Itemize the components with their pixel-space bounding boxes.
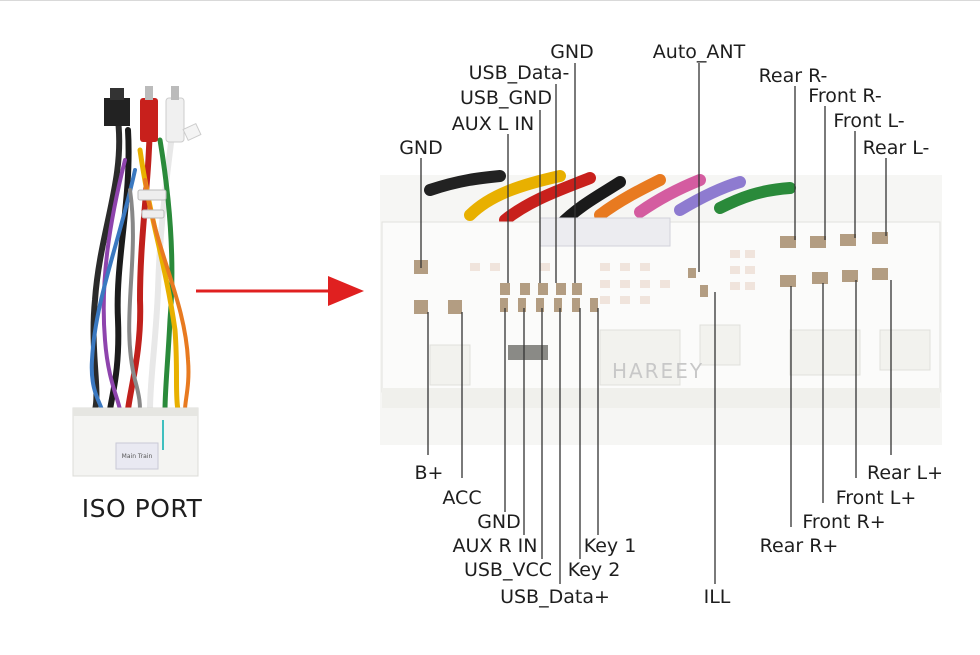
label-front-r-minus: Front R- — [808, 85, 881, 107]
label-front-r-plus: Front R+ — [802, 511, 885, 533]
label-usb-vcc: USB_VCC — [464, 559, 552, 581]
connector-closeup: HAREEY — [380, 170, 942, 445]
label-front-l-minus: Front L- — [833, 110, 904, 132]
label-key-2: Key 2 — [568, 559, 621, 581]
watermark: HAREEY — [612, 359, 704, 383]
label-rear-l-minus: Rear L- — [863, 137, 930, 159]
bottom-pin-labels: B+ ACC GND AUX R IN USB_VCC USB_Data+ Ke… — [415, 462, 944, 608]
label-usb-data-minus: USB_Data- — [469, 62, 570, 84]
label-front-l-plus: Front L+ — [836, 487, 917, 509]
label-gnd-bottom: GND — [477, 511, 521, 533]
label-rear-r-minus: Rear R- — [759, 65, 828, 87]
label-gnd-top-left: GND — [399, 137, 443, 159]
label-usb-gnd: USB_GND — [460, 87, 552, 109]
leader-lines — [420, 63, 892, 584]
label-rear-l-plus: Rear L+ — [867, 462, 943, 484]
label-gnd-top: GND — [550, 41, 594, 63]
top-divider — [0, 0, 980, 1]
harness-tag-text: Main Train — [122, 453, 153, 460]
iso-harness-image: Main Train — [72, 86, 202, 477]
label-key-1: Key 1 — [584, 535, 637, 557]
label-aux-r-in: AUX R IN — [452, 535, 537, 557]
label-aux-l-in: AUX L IN — [452, 113, 534, 135]
label-acc: ACC — [442, 487, 481, 509]
label-b-plus: B+ — [415, 462, 444, 484]
top-pin-labels: GND USB_Data- USB_GND AUX L IN GND Auto_… — [399, 41, 929, 159]
label-ill: ILL — [704, 586, 731, 608]
iso-port-caption: ISO PORT — [82, 494, 203, 523]
label-auto-ant: Auto_ANT — [653, 41, 746, 63]
label-usb-data-plus: USB_Data+ — [500, 586, 610, 608]
label-rear-r-plus: Rear R+ — [760, 535, 839, 557]
